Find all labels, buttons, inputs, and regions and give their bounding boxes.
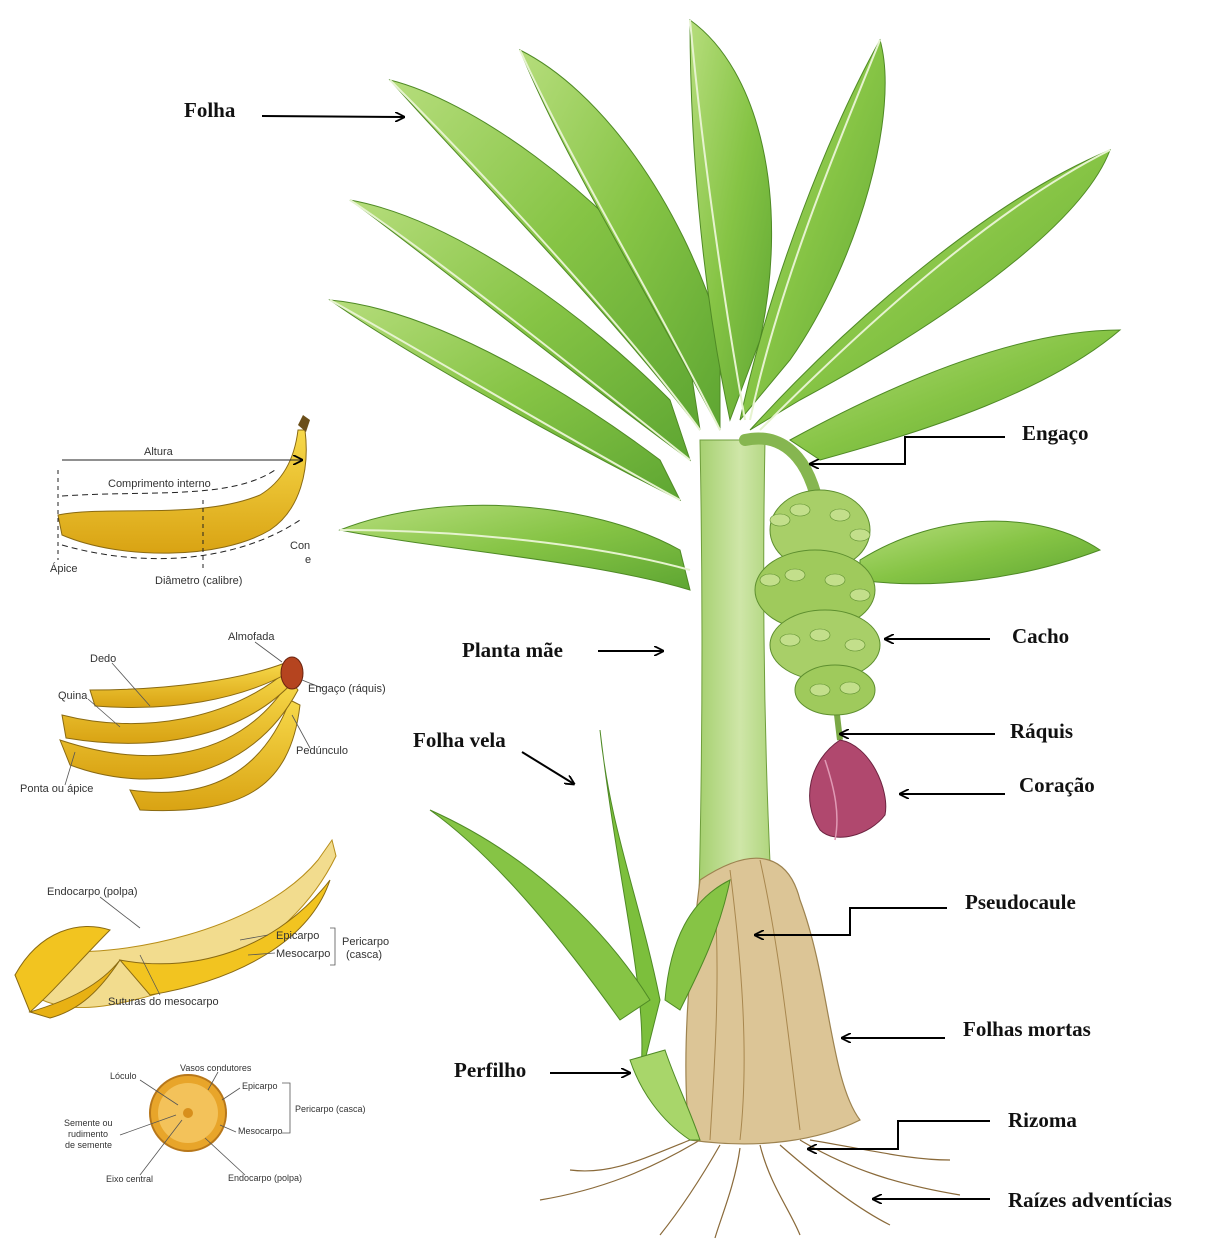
- label-rizoma: Rizoma: [1008, 1108, 1077, 1132]
- banana-heart: [810, 740, 886, 837]
- label-folha-vela: Folha vela: [413, 728, 506, 752]
- label-semente-2: rudimento: [68, 1129, 108, 1139]
- label-pedunculo: Pedúnculo: [296, 745, 348, 757]
- label-suturas: Suturas do mesocarpo: [108, 996, 219, 1008]
- label-almofada: Almofada: [228, 631, 275, 643]
- label-altura: Altura: [144, 446, 174, 458]
- inset-banana-measurements: Altura Comprimento interno Ápice Diâmetr…: [50, 415, 311, 587]
- banana-plant-illustration: [330, 20, 1120, 1238]
- label-semente-3: de semente: [65, 1140, 112, 1150]
- label-pseudocaule: Pseudocaule: [965, 890, 1076, 914]
- label-pericarpo: Pericarpo: [342, 936, 389, 948]
- label-semente-1: Semente ou: [64, 1118, 113, 1128]
- label-raquis: Ráquis: [1010, 719, 1073, 743]
- measured-banana-stem: [298, 415, 310, 432]
- label-cacho: Cacho: [1012, 624, 1069, 648]
- label-coracao: Coração: [1019, 773, 1095, 797]
- cross-section-axis: [183, 1108, 193, 1118]
- label-cut-text-1: Con: [290, 540, 310, 552]
- label-folha: Folha: [184, 98, 236, 122]
- label-raizes-adventicias: Raízes adventícias: [1008, 1188, 1172, 1212]
- label-eixo-central: Eixo central: [106, 1174, 153, 1184]
- label-mesocarpo-cs: Mesocarpo: [238, 1126, 283, 1136]
- inset-peeled-banana: Endocarpo (polpa) Epicarpo Mesocarpo Per…: [15, 840, 389, 1018]
- label-ponta-apice: Ponta ou ápice: [20, 783, 93, 795]
- label-engaco-raquis: Engaço (ráquis): [308, 683, 386, 695]
- label-folhas-mortas: Folhas mortas: [963, 1017, 1091, 1041]
- label-endocarpo-polpa: Endocarpo (polpa): [47, 886, 138, 898]
- label-apice: Ápice: [50, 562, 78, 575]
- label-dedo: Dedo: [90, 653, 116, 665]
- adventitious-roots: [540, 1140, 960, 1238]
- hand-crown: [281, 657, 303, 689]
- label-cut-text-2: e: [305, 554, 311, 566]
- label-endocarpo-cs: Endocarpo (polpa): [228, 1173, 302, 1183]
- label-pericarpo-cs: Pericarpo (casca): [295, 1104, 366, 1114]
- arrow-folha: [262, 116, 404, 117]
- label-epicarpo-cs: Epicarpo: [242, 1081, 278, 1091]
- label-vasos-condutores: Vasos condutores: [180, 1063, 252, 1073]
- label-perfilho: Perfilho: [454, 1058, 526, 1082]
- label-diametro: Diâmetro (calibre): [155, 575, 242, 587]
- banana-bunch: [755, 490, 880, 715]
- label-epicarpo: Epicarpo: [276, 930, 319, 942]
- label-loculo: Lóculo: [110, 1071, 137, 1081]
- inset-banana-hand: Almofada Dedo Engaço (ráquis) Quina Pedú…: [20, 631, 386, 811]
- inset-cross-section: Lóculo Vasos condutores Epicarpo Pericar…: [64, 1063, 366, 1184]
- label-comprimento-interno: Comprimento interno: [108, 478, 211, 490]
- measured-banana: [58, 430, 306, 553]
- arrow-folha-vela: [522, 752, 574, 784]
- label-engaco: Engaço: [1022, 421, 1089, 445]
- label-planta-mae: Planta mãe: [462, 638, 563, 662]
- label-quina: Quina: [58, 690, 88, 702]
- label-casca: (casca): [346, 949, 382, 961]
- label-mesocarpo: Mesocarpo: [276, 948, 330, 960]
